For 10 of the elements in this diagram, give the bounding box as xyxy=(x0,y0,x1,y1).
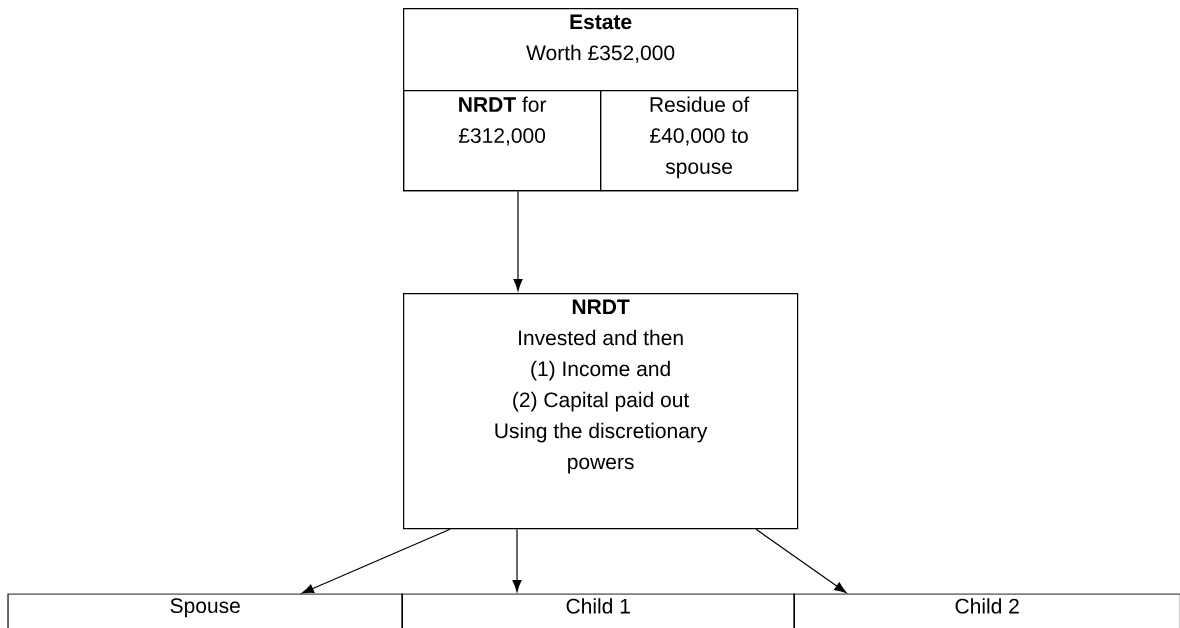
arrow xyxy=(301,528,451,594)
table-cell: Child 1 xyxy=(401,593,795,628)
table-cell: Residue of £40,000 to spouse xyxy=(600,90,799,192)
table-cell: Spouse xyxy=(7,593,403,628)
arrow xyxy=(512,528,522,592)
process-box: NRDT Invested and then (1) Income and (2) Capital paid out Using the discretionary powers xyxy=(403,293,799,530)
table-cell: NRDT for £312,000 xyxy=(403,90,602,192)
table-cell: Child 2 xyxy=(793,593,1180,628)
arrow xyxy=(513,190,523,291)
arrow xyxy=(755,528,847,594)
